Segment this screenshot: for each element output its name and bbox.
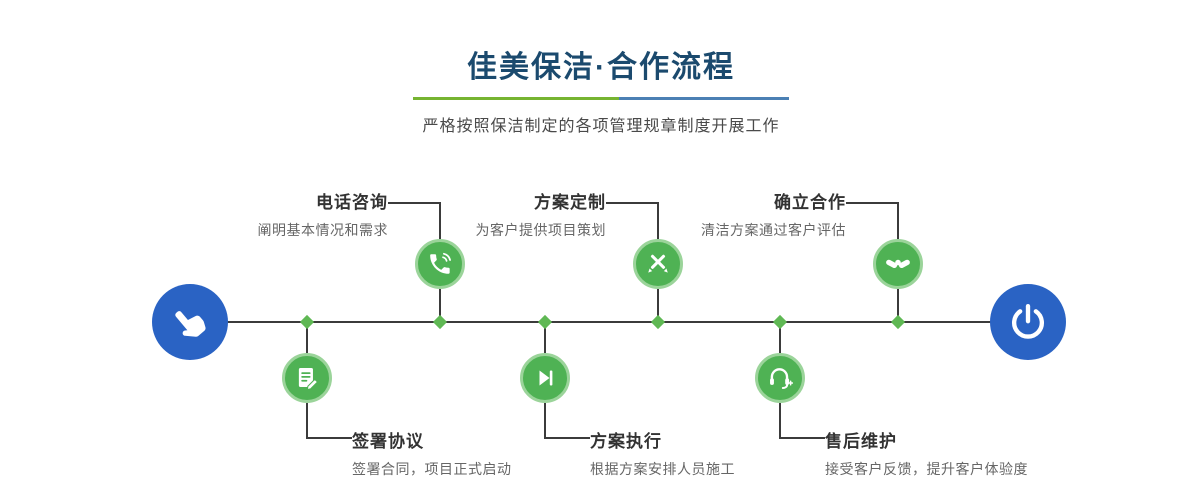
connector-line [306,403,308,439]
connector-line [306,437,352,439]
timeline-start-node [152,284,228,360]
step-title: 签署协议 [352,432,424,451]
pencil-ruler-icon [645,251,671,277]
step-title: 确立合作 [774,193,846,212]
timeline-marker-diamond [650,314,666,330]
timeline-marker-diamond [772,314,788,330]
connector-line [606,202,658,204]
connector-line [306,323,308,353]
page-subtitle: 严格按照保洁制定的各项管理规章制度开展工作 [422,118,780,135]
step-title: 售后维护 [825,432,897,451]
step-node-after-sales [755,353,805,403]
step-node-sign-agreement [282,353,332,403]
connector-line [657,289,659,322]
headset-icon [767,365,793,391]
connector-line [439,289,441,322]
timeline-marker-diamond [432,314,448,330]
step-node-plan-execute [520,353,570,403]
phone-icon [427,251,453,277]
step-node-plan-custom [633,239,683,289]
connector-line [657,202,659,239]
step-title: 方案定制 [534,193,606,212]
step-plan-execute: 方案执行 根据方案安排人员施工 [590,427,735,479]
step-description: 为客户提供项目策划 [475,222,606,238]
connector-line [544,437,590,439]
play-next-icon [533,366,557,390]
power-icon [1008,302,1048,342]
timeline-marker-diamond [890,314,906,330]
handshake-icon [884,250,912,278]
timeline-axis [190,321,1028,323]
step-node-confirm-cooperation [873,239,923,289]
page-title: 佳美保洁·合作流程 [467,51,735,84]
connector-line [897,289,899,322]
step-plan-custom: 方案定制 为客户提供项目策划 [476,188,607,240]
step-description: 签署合同，项目正式启动 [352,461,512,477]
step-after-sales: 售后维护 接受客户反馈，提升客户体验度 [825,427,1028,479]
step-phone-consult: 电话咨询 阐明基本情况和需求 [258,188,389,240]
connector-line [779,323,781,353]
timeline-end-node [990,284,1066,360]
step-description: 接受客户反馈，提升客户体验度 [825,461,1028,477]
step-confirm-cooperation: 确立合作 清洁方案通过客户评估 [701,188,846,240]
connector-line [544,403,546,439]
divider-green-segment [413,97,619,100]
hand-pointer-icon [170,302,210,342]
step-node-phone-consult [415,239,465,289]
connector-line [897,202,899,239]
step-title: 电话咨询 [316,193,388,212]
connector-line [388,202,440,204]
step-description: 根据方案安排人员施工 [590,461,735,477]
connector-line [544,323,546,353]
connector-line [779,403,781,439]
connector-line [779,437,825,439]
connector-line [846,202,898,204]
step-description: 清洁方案通过客户评估 [701,222,846,238]
contract-icon [294,365,320,391]
step-title: 方案执行 [590,432,662,451]
divider-blue-segment [619,97,789,100]
title-divider [413,97,789,100]
step-description: 阐明基本情况和需求 [257,222,388,238]
step-sign-agreement: 签署协议 签署合同，项目正式启动 [352,427,512,479]
connector-line [439,202,441,239]
timeline-marker-diamond [537,314,553,330]
timeline-marker-diamond [299,314,315,330]
